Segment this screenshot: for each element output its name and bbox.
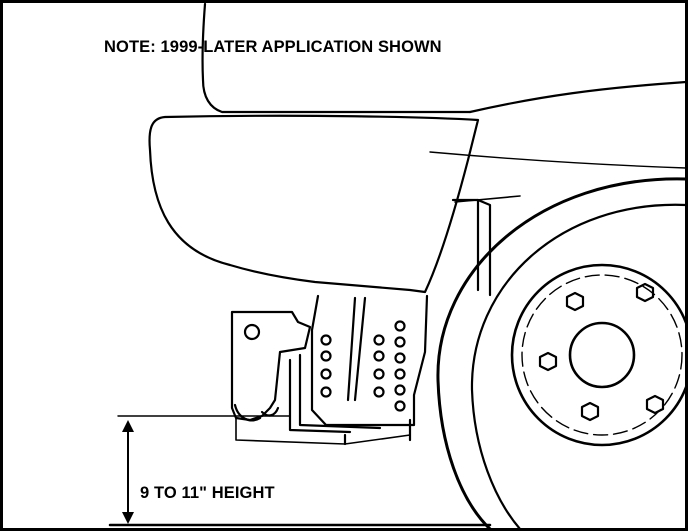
bumper	[148, 114, 480, 294]
height-label: 9 TO 11" HEIGHT	[140, 484, 275, 502]
vehicle-body-outline	[201, 2, 688, 203]
diagram-note: NOTE: 1999-LATER APPLICATION SHOWN	[104, 38, 442, 56]
height-dimension	[108, 415, 492, 527]
tire-wheel	[436, 177, 688, 531]
tow-plate	[310, 294, 429, 427]
hitch-bracket	[230, 310, 412, 446]
frame-rail	[451, 198, 492, 297]
